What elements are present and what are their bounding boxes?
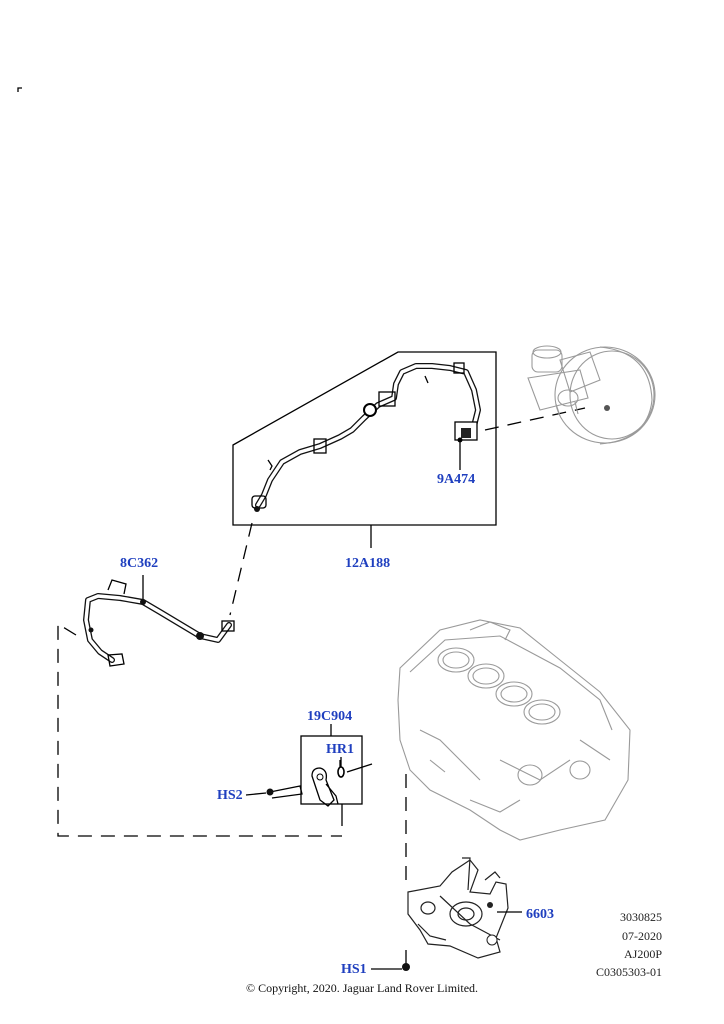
brake-booster (527, 345, 656, 445)
callout-12a188[interactable]: 12A188 (345, 556, 391, 571)
copyright-notice: © Copyright, 2020. Jaguar Land Rover Lim… (245, 981, 479, 995)
callout-8c362[interactable]: 8C362 (120, 556, 159, 571)
diagram-date: 07-2020 (622, 929, 662, 943)
callout-hr1[interactable]: HR1 (326, 742, 354, 757)
leader-loop (57, 622, 342, 837)
leader-hs2 (245, 792, 267, 796)
vacuum-tube-8c362 (83, 575, 235, 667)
diagram-engine-code: AJ200P (623, 947, 662, 961)
corner-mark (17, 87, 22, 92)
diagram-ref-number: 3030825 (620, 910, 662, 924)
vacuum-pump-6603 (371, 857, 522, 971)
callout-hs1[interactable]: HS1 (341, 962, 367, 977)
callout-hs2[interactable]: HS2 (217, 788, 243, 803)
pressure-sensor-9a474 (454, 421, 478, 470)
hose-assembly-12a188 (232, 351, 497, 548)
diagram-illustration-code: C0305303-01 (596, 965, 662, 979)
callout-9a474[interactable]: 9A474 (437, 472, 476, 487)
callout-6603[interactable]: 6603 (526, 907, 554, 922)
leader-hose-to-tube (229, 522, 253, 616)
check-valve-19c904 (266, 724, 373, 826)
callout-19c904[interactable]: 19C904 (307, 709, 353, 724)
leader-to-booster (484, 407, 586, 431)
engine-block (397, 619, 631, 841)
